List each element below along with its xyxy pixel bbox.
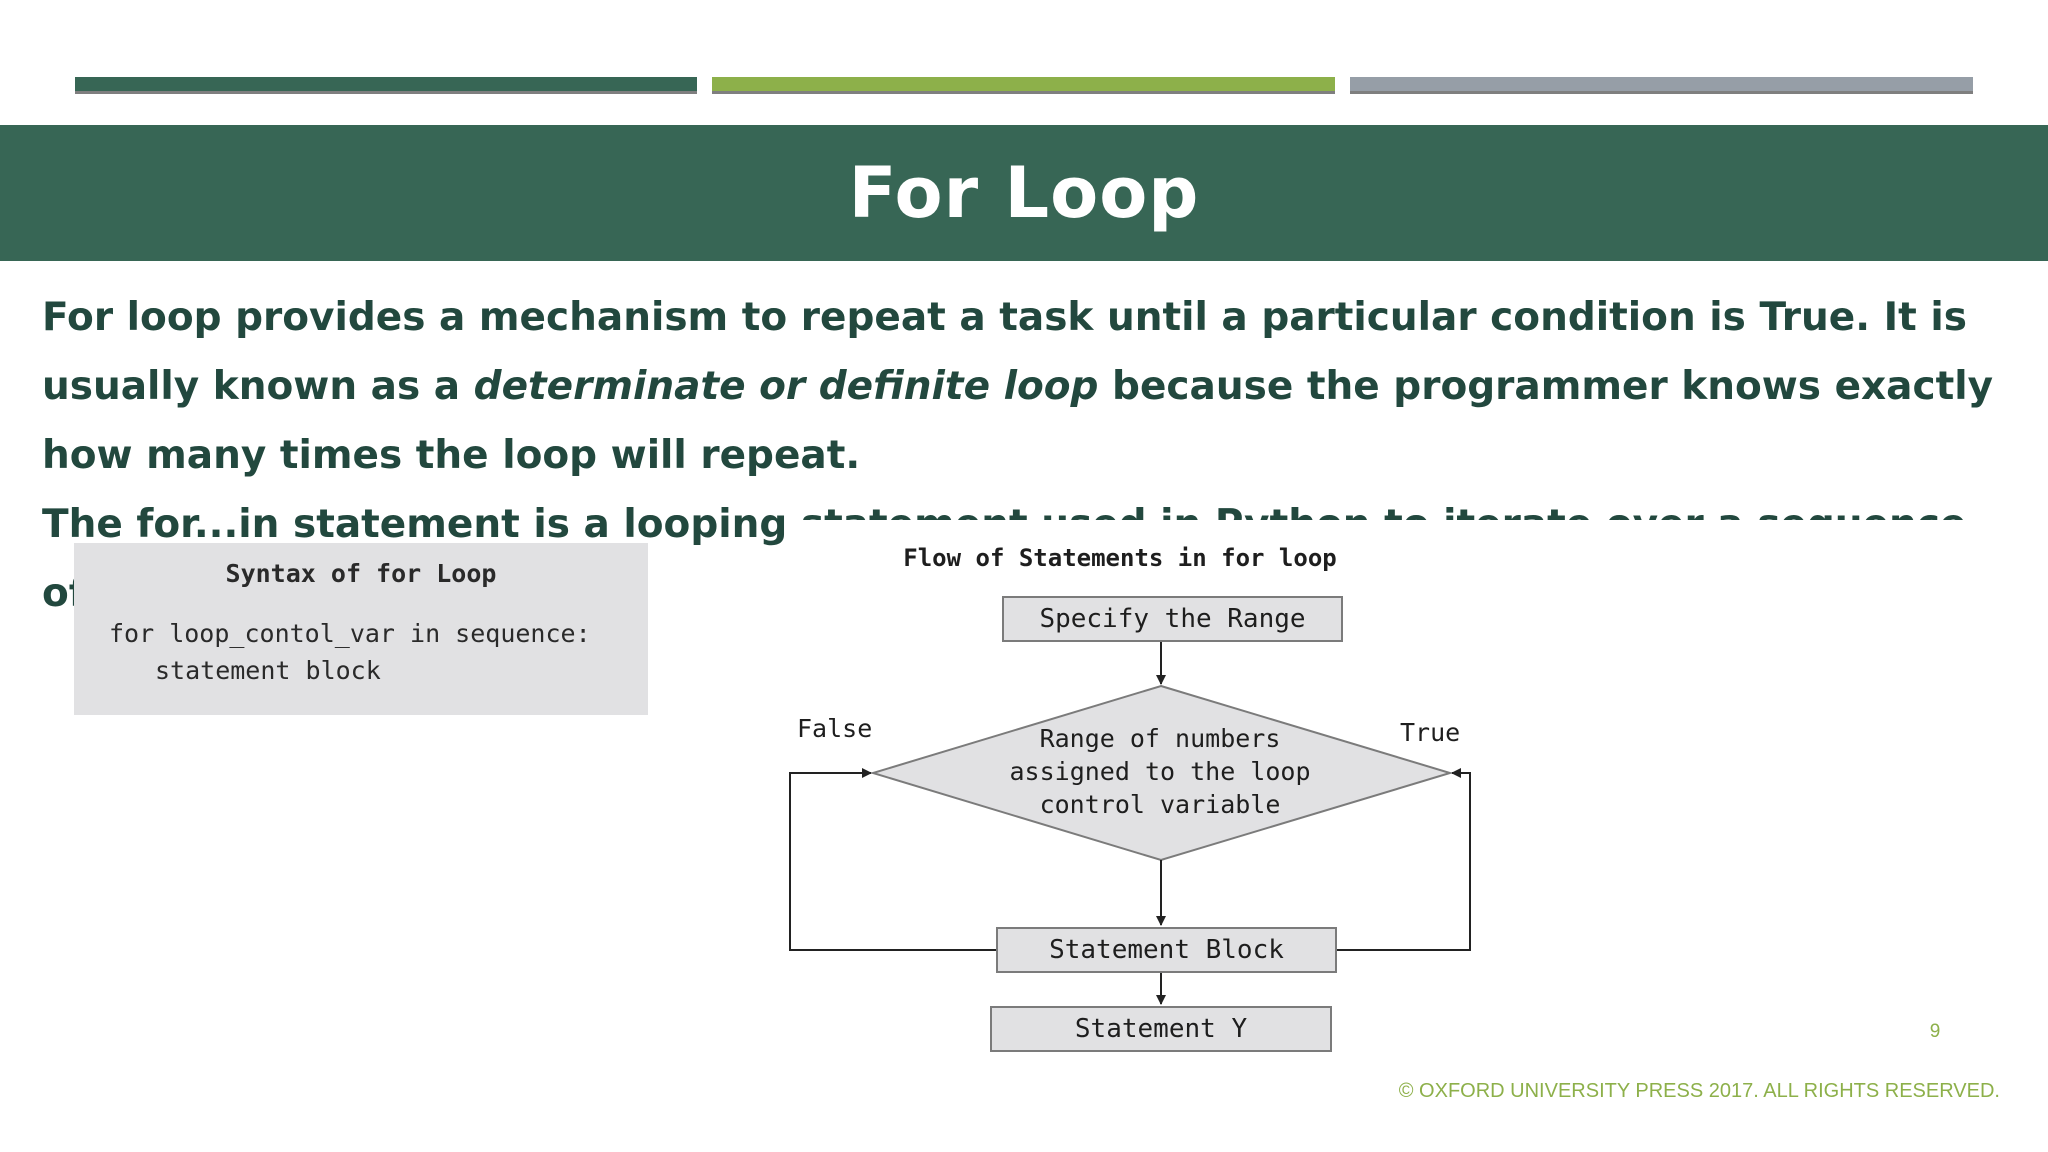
- flowchart-title: Flow of Statements in for loop: [903, 544, 1337, 572]
- flow-box-statement-y-label: Statement Y: [1074, 1014, 1248, 1044]
- flow-box-specify-range-label: Specify the Range: [1039, 604, 1306, 634]
- flow-box-specify-range: Specify the Range: [1002, 596, 1343, 642]
- paragraph-1: For loop provides a mechanism to repeat …: [42, 283, 2022, 490]
- accent-bar-light-green: [712, 77, 1335, 94]
- flow-box-statement-block: Statement Block: [996, 927, 1337, 973]
- paragraph-1-end: because the programmer knows exactly how…: [42, 364, 1994, 478]
- syntax-line-1: for loop_contol_var in sequence:: [109, 619, 591, 648]
- paragraph-1-italic: determinate or definite loop: [473, 364, 1099, 409]
- slide-title: For Loop: [848, 152, 1200, 234]
- decision-line-1: Range of numbers: [1039, 724, 1281, 753]
- decision-line-3: control variable: [1039, 790, 1281, 819]
- syntax-title: Syntax of for Loop: [225, 559, 497, 588]
- accent-bar-dark-green: [75, 77, 697, 94]
- flow-box-statement-block-label: Statement Block: [1049, 935, 1284, 965]
- decision-label: Range of numbers assigned to the loop co…: [960, 722, 1360, 821]
- flow-box-statement-y: Statement Y: [990, 1006, 1332, 1052]
- paragraph-1-start: For loop provides a mechanism to repeat …: [42, 295, 1967, 409]
- title-band: For Loop: [0, 125, 2048, 261]
- decision-line-2: assigned to the loop: [1009, 757, 1311, 786]
- true-label: True: [1400, 718, 1461, 747]
- copyright-notice: © OXFORD UNIVERSITY PRESS 2017. ALL RIGH…: [1398, 1080, 2000, 1102]
- false-label: False: [797, 714, 873, 743]
- syntax-line-2: statement block: [155, 656, 381, 685]
- page-number: 9: [1929, 1021, 1941, 1042]
- syntax-box: Syntax of for Loop for loop_contol_var i…: [74, 543, 648, 715]
- accent-bar-gray: [1350, 77, 1973, 94]
